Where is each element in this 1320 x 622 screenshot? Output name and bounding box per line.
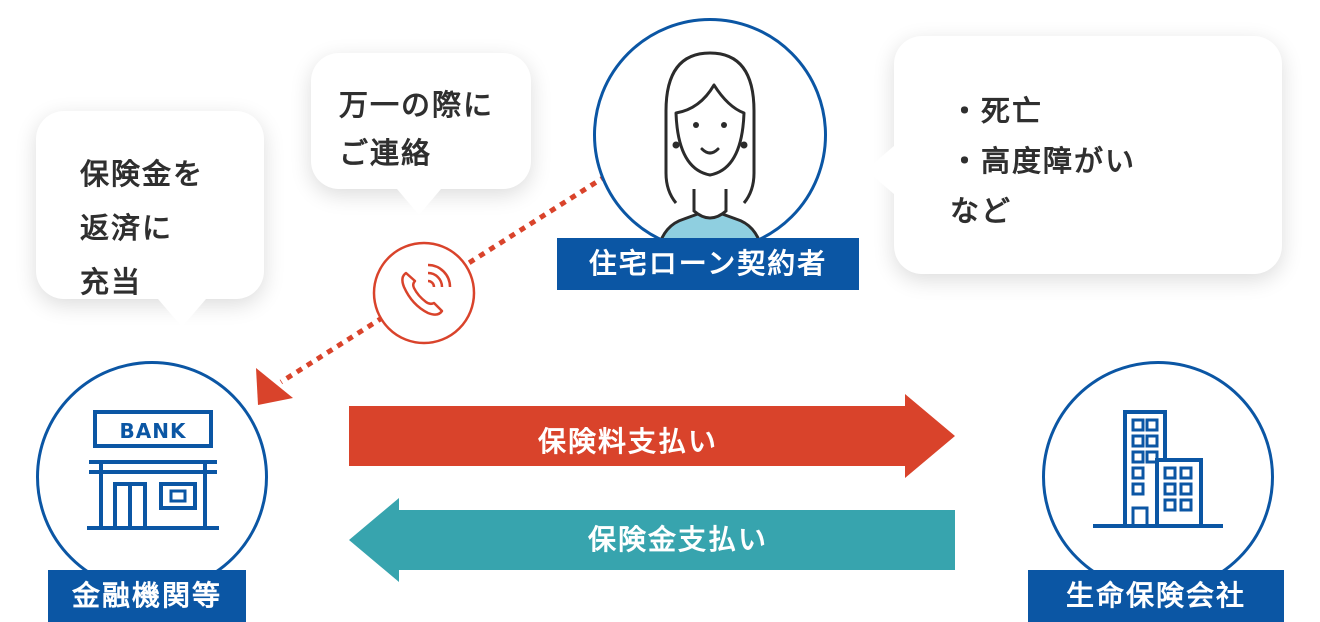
condition-line: など xyxy=(950,194,1013,228)
person-icon xyxy=(656,51,764,249)
insurer-label: 生命保険会社 xyxy=(1028,570,1284,622)
premium-arrow xyxy=(349,394,955,478)
bank-note-bubble: 保険金を 返済に 充当 xyxy=(36,111,264,327)
insurer-circle xyxy=(1042,361,1274,593)
premium-label: 保険料支払い xyxy=(537,425,718,458)
contact-note-line: ご連絡 xyxy=(339,136,433,170)
borrower-label: 住宅ローン契約者 xyxy=(557,238,859,290)
bank-circle: BANK xyxy=(36,361,268,593)
benefit-label: 保険金支払い xyxy=(587,523,768,556)
bank-label: 金融機関等 xyxy=(48,570,246,622)
condition-line: ・高度障がい xyxy=(950,144,1137,178)
bank-note-line: 充当 xyxy=(80,265,143,299)
condition-line: ・死亡 xyxy=(950,94,1044,128)
benefit-arrow xyxy=(349,498,955,582)
bank-icon: BANK xyxy=(87,410,219,530)
contact-note-line: 万一の際に xyxy=(339,88,495,122)
bank-note-line: 保険金を xyxy=(80,157,205,191)
bank-sign-text: BANK xyxy=(120,419,187,443)
borrower-circle xyxy=(593,18,827,252)
contact-arrowhead xyxy=(256,368,293,405)
bank-note-line: 返済に xyxy=(80,211,174,245)
building-icon xyxy=(1093,410,1223,528)
phone-icon xyxy=(372,241,476,345)
contact-note-bubble: 万一の際に ご連絡 xyxy=(311,53,531,215)
conditions-bubble: ・死亡 ・高度障がい など xyxy=(866,36,1282,274)
